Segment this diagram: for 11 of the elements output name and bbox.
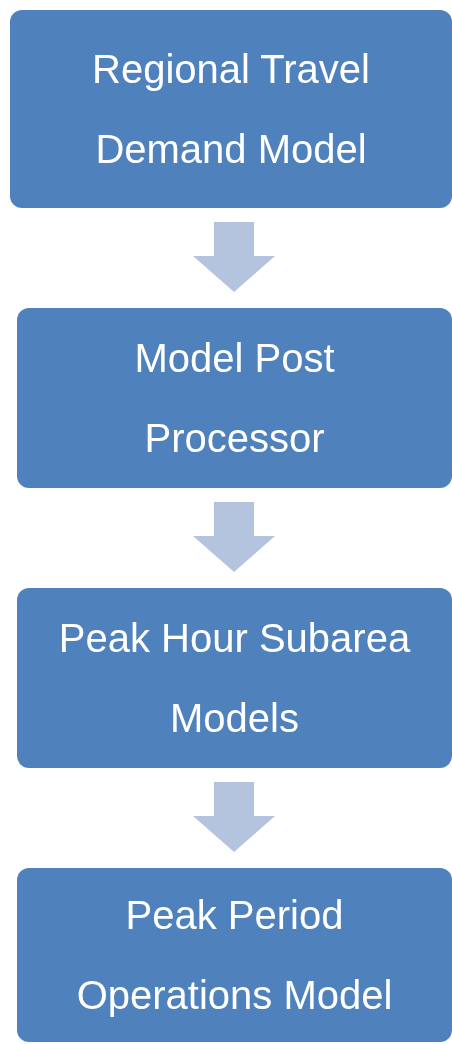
block-arrow	[193, 502, 275, 572]
process-box	[17, 588, 452, 768]
box-label: Peak Period Operations Model	[75, 892, 394, 1019]
process-box	[17, 308, 452, 488]
block-arrow	[193, 222, 275, 292]
block-arrow	[193, 782, 275, 852]
box-label: Peak Hour Subarea Models	[57, 615, 412, 742]
box-label: Model Post Processor	[133, 335, 336, 462]
process-box	[10, 10, 452, 208]
box-label: Regional Travel Demand Model	[91, 46, 371, 173]
process-box	[17, 868, 452, 1042]
